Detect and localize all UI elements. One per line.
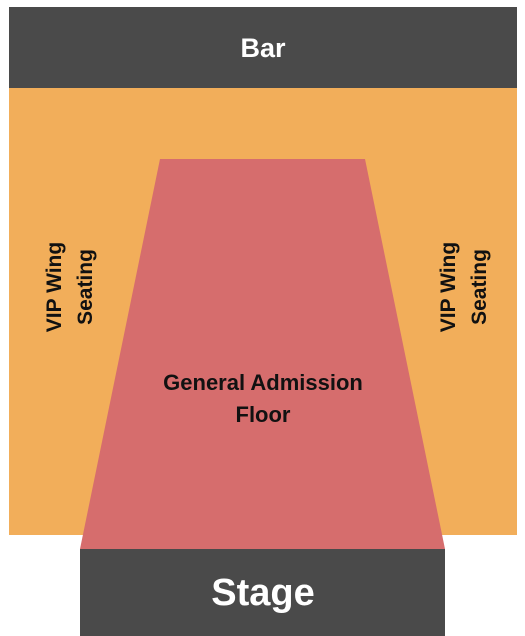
bar-area[interactable] xyxy=(9,7,517,88)
stage-section[interactable]: Stage xyxy=(80,549,445,636)
bar-section[interactable]: Bar xyxy=(9,7,517,88)
general-admission-floor-area[interactable] xyxy=(80,159,445,549)
stage-area[interactable] xyxy=(80,549,445,636)
